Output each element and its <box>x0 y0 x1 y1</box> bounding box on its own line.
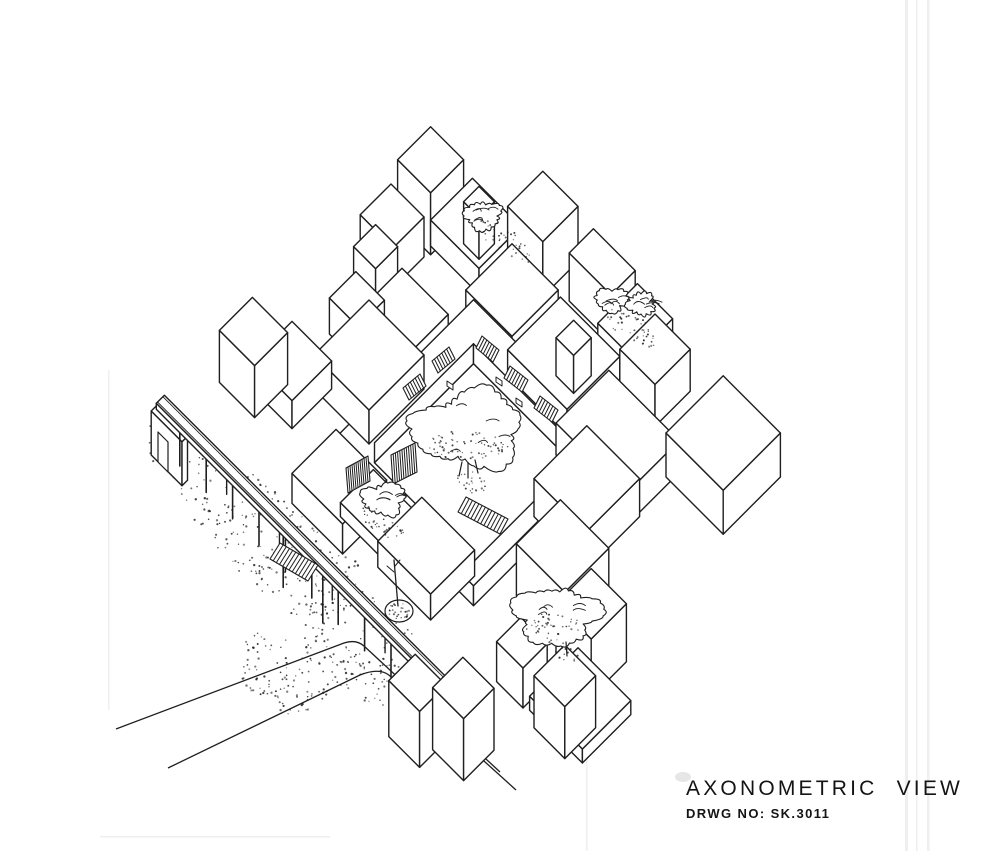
drawing-number: DRWG NO: SK.3011 <box>686 806 831 822</box>
trees-and-shrubs <box>359 201 663 662</box>
tree-planter <box>384 559 414 623</box>
title-block: AXONOMETRIC VIEW DRWG NO: SK.3011 <box>686 777 963 821</box>
drawing-title: AXONOMETRIC VIEW <box>686 777 964 800</box>
courtyard-stair-hatching <box>269 335 559 582</box>
building-blocks <box>150 126 782 782</box>
